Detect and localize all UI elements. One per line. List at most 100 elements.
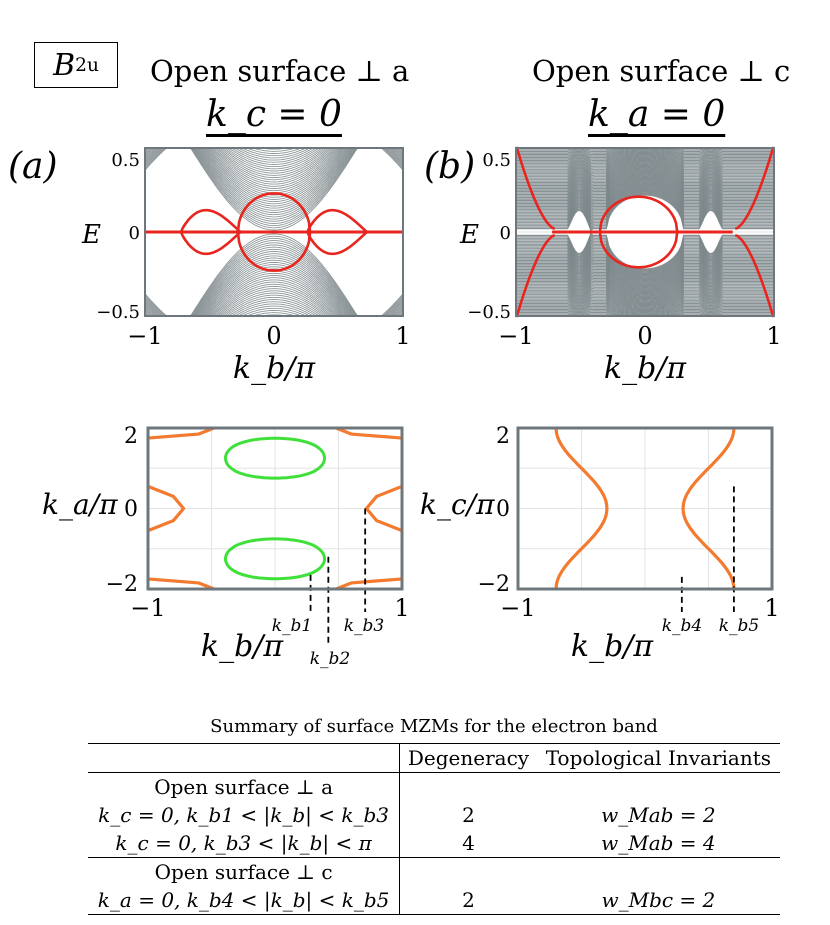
bulk-band-line xyxy=(516,270,774,293)
panel-b-tag: (b) xyxy=(424,146,475,187)
orange-contour xyxy=(364,484,403,533)
panel-a-ytick-top: 0.5 xyxy=(111,150,140,171)
bulk-band-line xyxy=(516,186,774,218)
bulk-band-line xyxy=(516,232,774,270)
bulk-band-line xyxy=(516,243,774,276)
panel-d-xlabel: k_b/π xyxy=(571,629,654,664)
bulk-band-line xyxy=(516,162,774,179)
marker-label-kb2: k_b2 xyxy=(310,649,351,669)
bulk-band-line xyxy=(516,273,774,295)
panel-d: 2 0 −2 k_c/π −1 1 k_b/π k_b4 k_b5 xyxy=(420,424,780,664)
bulk-band-line xyxy=(516,173,774,197)
symmetry-label: B xyxy=(53,47,76,83)
bulk-band-line xyxy=(516,302,774,313)
bulk-band-line xyxy=(516,171,774,194)
bulk-band-line xyxy=(516,293,774,307)
panel-c-ytick-mid: 0 xyxy=(124,497,138,522)
edge-state-side-bubble xyxy=(179,208,242,233)
table-row: k_c = 0, k_b3 < |k_b| < π 4 w_Mab = 4 xyxy=(88,829,780,858)
edge-state-outer-branch xyxy=(515,146,555,230)
bulk-band-line xyxy=(516,160,774,176)
panel-d-xtick-right: 1 xyxy=(764,594,779,622)
bulk-band-line xyxy=(516,151,774,162)
edge-state-outer-branch xyxy=(735,234,775,318)
marker-label-kb4: k_b4 xyxy=(662,616,703,636)
row-label: k_c = 0, k_b3 < |k_b| < π xyxy=(88,829,401,858)
panel-a-tag: (a) xyxy=(8,146,58,187)
bulk-band-line xyxy=(516,244,774,278)
bulk-band-line xyxy=(516,284,774,302)
row-invariant: w_Mab = 2 xyxy=(601,803,716,827)
edge-state-central-bubble xyxy=(236,192,312,233)
panel-b-edge-states xyxy=(515,146,775,318)
panel-c-markers xyxy=(309,508,367,646)
bulk-band-line xyxy=(516,176,774,201)
panel-a-xtick-right: 1 xyxy=(395,322,410,350)
bulk-band-line xyxy=(516,159,774,174)
bulk-band-line xyxy=(516,281,774,300)
bulk-band-line xyxy=(516,255,774,284)
bulk-band-line xyxy=(516,275,774,296)
orange-contour xyxy=(147,426,215,440)
bulk-band-line xyxy=(516,282,774,301)
bulk-band-line xyxy=(516,150,774,159)
bulk-band-line xyxy=(516,267,774,291)
bulk-band-line xyxy=(516,252,774,282)
panel-a-xtick-mid: 0 xyxy=(266,322,281,350)
right-k-fixed: k_a = 0 xyxy=(588,94,726,135)
left-surface-title: Open surface ⊥ a xyxy=(150,54,410,88)
panel-a-ytick-mid: 0 xyxy=(129,223,140,244)
right-surface-title: Open surface ⊥ c xyxy=(532,54,791,88)
bulk-band-line xyxy=(516,241,774,276)
bulk-band-line xyxy=(516,291,774,306)
panel-d-grid xyxy=(518,428,772,589)
edge-state-side-bubble xyxy=(306,231,368,256)
bulk-band-line xyxy=(516,269,774,292)
panel-c-xlabel: k_b/π xyxy=(201,629,284,664)
panel-c-contours xyxy=(147,426,403,591)
row-label: Open surface ⊥ a xyxy=(88,772,401,801)
bulk-band-line xyxy=(516,182,774,212)
bulk-band-line xyxy=(516,263,774,288)
panel-d-ytick-bottom: −2 xyxy=(478,572,510,597)
panel-c-ytick-top: 2 xyxy=(124,424,138,449)
row-degeneracy: 2 xyxy=(462,803,475,827)
bulk-band-line xyxy=(516,285,774,302)
bulk-band-line xyxy=(516,288,774,304)
panel-c-xtick-right: 1 xyxy=(394,594,409,622)
panel-b-xtick-left: −1 xyxy=(498,322,533,350)
panel-d-contours xyxy=(554,427,736,590)
bulk-band-line xyxy=(516,191,774,227)
bulk-band-line xyxy=(516,301,774,312)
bulk-band-line xyxy=(516,174,774,198)
bulk-band-line xyxy=(516,189,774,224)
bulk-band-line xyxy=(516,240,774,275)
panel-a-ytick-bottom: −0.5 xyxy=(96,302,140,323)
bulk-band-line xyxy=(516,261,774,288)
row-label: k_a = 0, k_b4 < |k_b| < k_b5 xyxy=(88,886,401,915)
panel-a-frame xyxy=(144,147,404,317)
bulk-band-line xyxy=(516,278,774,298)
bulk-band-line xyxy=(516,266,774,290)
bulk-band-line xyxy=(516,253,774,283)
bulk-band-line xyxy=(516,258,774,286)
bulk-band-line xyxy=(516,174,774,200)
edge-state-side-bubble xyxy=(306,208,368,233)
row-invariant xyxy=(537,773,780,802)
panel-a-edge-states xyxy=(145,192,403,272)
bulk-band-line xyxy=(516,190,774,226)
left-k-fixed: k_c = 0 xyxy=(206,94,342,135)
panel-b-xtick-right: 1 xyxy=(766,322,781,350)
bulk-band-line xyxy=(516,188,774,223)
bulk-band-line xyxy=(516,304,774,313)
panel-b-ylabel: E xyxy=(459,220,479,250)
bulk-band-line xyxy=(516,181,774,211)
panel-a-xlabel: k_b/π xyxy=(233,351,316,386)
edge-state-side-bubble xyxy=(179,231,242,256)
bulk-band-line xyxy=(516,186,774,220)
panel-b-ytick-top: 0.5 xyxy=(482,150,511,171)
bulk-band-line xyxy=(516,296,774,309)
bulk-band-line xyxy=(516,237,774,273)
bulk-band-line xyxy=(516,172,774,195)
